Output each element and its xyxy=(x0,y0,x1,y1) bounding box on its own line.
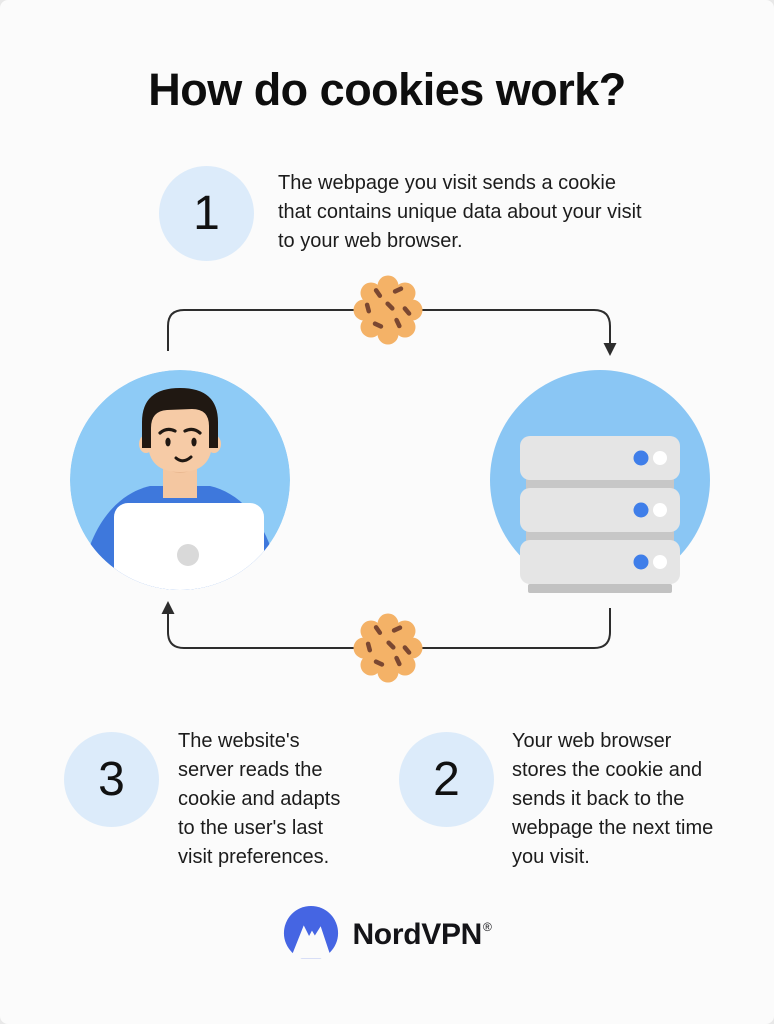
registered-trademark-symbol: ® xyxy=(483,920,492,934)
cookie-icon xyxy=(353,613,423,683)
step-3-number: 3 xyxy=(98,753,125,806)
step-3-badge: 3 xyxy=(64,732,159,827)
brand-wordmark: NordVPN® xyxy=(352,918,491,952)
cookie-icon xyxy=(353,275,423,345)
arrowhead-down xyxy=(603,343,617,356)
step-2-number: 2 xyxy=(433,753,460,806)
arrowhead-up xyxy=(161,601,175,614)
nordvpn-logo-icon xyxy=(284,906,339,959)
brand-footer: NordVPN® xyxy=(0,906,774,964)
step-2-badge: 2 xyxy=(399,732,494,827)
server-indicator-lights xyxy=(633,450,667,570)
user-with-laptop-illustration xyxy=(70,370,290,590)
step-1-text: The webpage you visit sends a cookie tha… xyxy=(278,172,642,252)
web-server-illustration xyxy=(490,370,710,593)
step-1-number: 1 xyxy=(193,187,220,240)
brand-name: NordVPN xyxy=(352,918,483,951)
step-3-text: The website's server reads the cookie an… xyxy=(178,730,341,868)
page-title: How do cookies work? xyxy=(148,64,626,115)
step-1-badge: 1 xyxy=(159,166,254,261)
step-2-text: Your web browser stores the cookie and s… xyxy=(512,730,714,868)
